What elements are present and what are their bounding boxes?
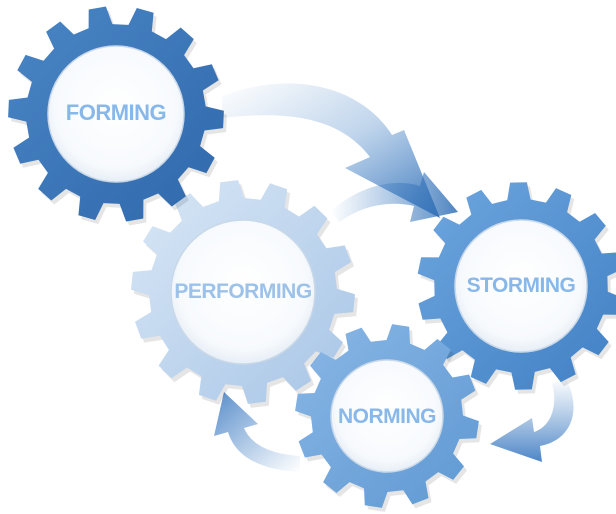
gear-norming xyxy=(295,324,482,512)
gear-performing xyxy=(131,180,358,408)
performing-label: PERFORMING xyxy=(174,280,312,303)
arrow-storming-to-norming xyxy=(490,378,574,462)
arrow-performing-to-storming xyxy=(330,172,458,222)
gear-hole xyxy=(47,45,185,183)
gear-hole xyxy=(170,219,316,365)
norming-label: NORMING xyxy=(338,405,436,428)
gear-hole xyxy=(454,219,588,353)
gear-storming xyxy=(417,182,616,394)
gear-forming xyxy=(8,6,227,226)
gear-hole xyxy=(330,359,444,473)
forming-label: FORMING xyxy=(66,100,166,125)
arrow-norming-to-performing xyxy=(214,392,300,472)
storming-label: STORMING xyxy=(467,274,576,297)
